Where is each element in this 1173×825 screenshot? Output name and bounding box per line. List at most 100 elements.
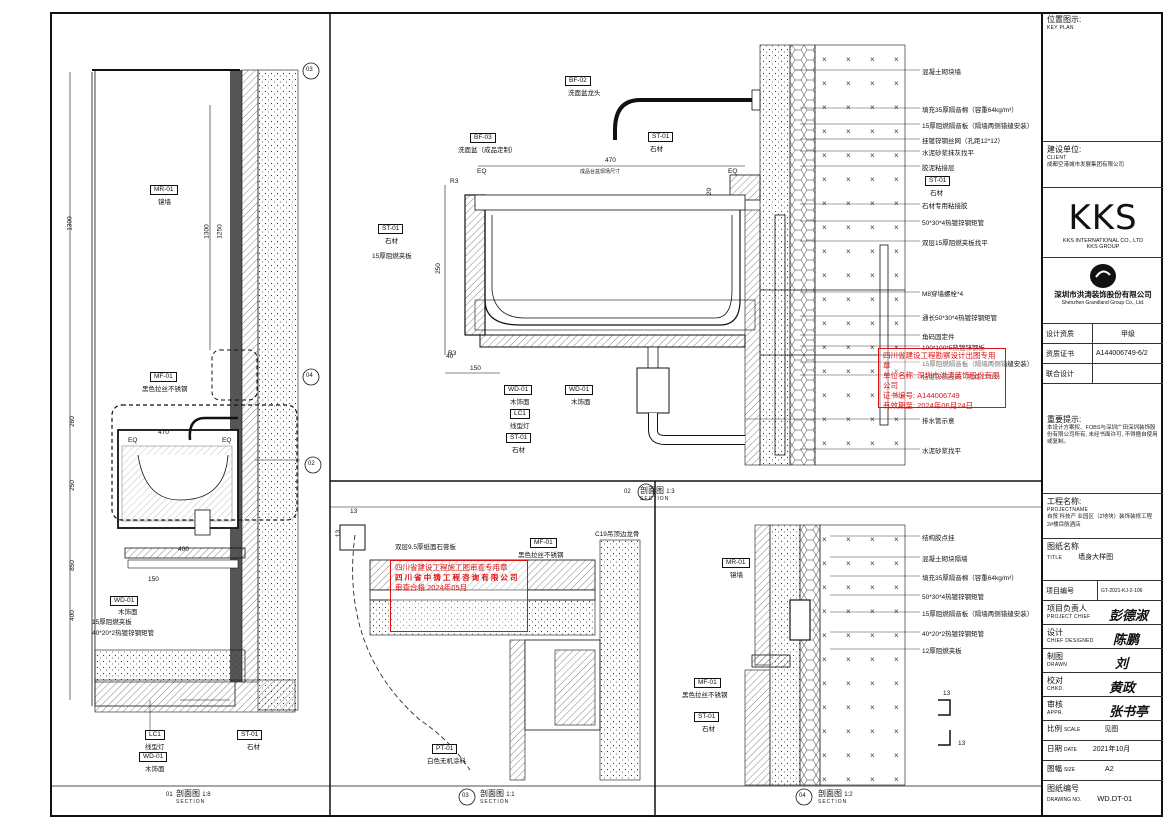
s02-tag-wd01-a-text: 木饰面 (510, 399, 530, 406)
size-row: 图幅 SIZE A2 (1043, 761, 1163, 781)
s01-tag-wd01-b: WD-01 (139, 752, 168, 762)
section-03-title: 剖面图 1:1 SECTION (480, 789, 515, 805)
s02-note-2: 填充35厚隔音棉（容重64kg/m³） (922, 107, 1018, 114)
section-01-drawing (69, 62, 322, 740)
s03-tag-mf01: MF-01 (530, 538, 557, 548)
checked-signature: 黄政 (1109, 681, 1136, 696)
s02-note-9: 双层15厚阻燃夹板找平 (922, 240, 988, 247)
title-block: 位置图示:KEY PLAN 建设单位:CLIENT 成都空港城市发展集团有限公司… (1041, 12, 1163, 817)
s02-note-1: 混凝土砌块墙 (922, 69, 961, 76)
notice-cell: 重要提示: 本设计方案权、FOBS与深圳广田深圳装饰股份有限公司所有, 未经书面… (1043, 384, 1163, 494)
s02-basin-note: 成品台盆现场尺寸 (580, 169, 621, 175)
s03-dim-13-b: 13 (335, 529, 343, 538)
date-value: 2021年10月 (1092, 746, 1131, 753)
s02-note-11: 通长50*30*4热镀锌钢矩管 (922, 315, 998, 322)
s01-dim-1300-a: 1300 (66, 216, 74, 231)
s01-eq-left: EQ (128, 437, 138, 444)
s01-eq-right: EQ (222, 437, 232, 444)
s01-tag-st01: ST-01 (237, 730, 263, 740)
s02-note-4: 挂镀锌钢丝网（孔距12*12） (922, 138, 1004, 145)
s02-dim-250: 250 (434, 263, 442, 274)
s02-tag-st01-c-text: 石材 (930, 190, 943, 197)
leader-lines (745, 69, 920, 650)
client-cell: 建设单位:CLIENT 成都空港城市发展集团有限公司 (1043, 142, 1163, 188)
s01-tag-lc1: LC1 (145, 730, 165, 740)
s04-dim-13-a: 13 (943, 690, 951, 697)
company-cell: 深圳市洪涛装饰股份有限公司 Shenzhen Grandland Group C… (1043, 258, 1163, 324)
s02-tag-st01-b: ST-01 (378, 224, 404, 234)
s02-note-15: 挂镀锌钢丝网（孔距12*12） (922, 374, 1004, 381)
s02-note-14: 15厚阻燃隔音板（隔墙两侧错缝安装） (922, 361, 1034, 368)
s02-r3-bottom: R3 (448, 350, 457, 357)
project-name: 自贸 科技产 业园区（2地块）装饰装修工程 2#楼目航酒店 (1047, 514, 1153, 528)
s01-tag-wd01-a: WD-01 (110, 596, 139, 606)
s02-tag-bf02-text: 洗面盆龙头 (568, 90, 601, 97)
s02-dim-150: 150 (470, 365, 481, 372)
section-04-num: 04 (799, 793, 806, 799)
scale-value: 见图 (1104, 726, 1119, 733)
project-cell: 工程名称:PROJECTNAME 自贸 科技产 业园区（2地块）装饰装修工程 2… (1043, 494, 1163, 539)
drawing-sheet (50, 12, 1163, 817)
s03-tag-pt01: PT-01 (432, 744, 458, 754)
s02-note-7: 石材专用粘接胶 (922, 203, 968, 210)
s04-dim-13-b: 13 (958, 740, 966, 747)
s01-tag-mr01: MR-01 (150, 185, 178, 195)
scale-row: 比例 SCALE 见图 (1043, 721, 1163, 741)
joint-row: 联合设计 (1043, 364, 1163, 384)
s02-note-3: 15厚阻燃隔音板（隔墙两侧错缝安装） (922, 123, 1034, 130)
s02-dim-20: 20 (706, 187, 714, 196)
s01-dim-1300-b: 1300 (203, 224, 211, 239)
s02-note-12: 角码固定件 (922, 334, 955, 341)
qual-row: 设计资质甲级 (1043, 324, 1163, 344)
s03-note-c19: C19吊顶边龙骨 (595, 531, 640, 538)
s04-tag-mr01: MR-01 (722, 558, 750, 568)
s01-circle-03: 03 (306, 67, 313, 73)
s03-tag-mf01-text: 黑色拉丝不锈钢 (518, 552, 564, 559)
s02-tag-st01-b-text: 石材 (385, 238, 398, 245)
section-04-title: 剖面图 1:2 SECTION (818, 789, 853, 805)
s02-tag-wd01-a: WD-01 (504, 385, 533, 395)
s04-note-7: 12厚阻燃夹板 (922, 648, 962, 655)
drawing-no-value: WD.DT-01 (1097, 794, 1133, 803)
s01-width-470: 470 (158, 429, 169, 436)
s02-dim-470: 470 (605, 157, 616, 164)
s04-tag-st01: ST-01 (694, 712, 720, 722)
s01-tag-mf01-text: 黑色拉丝不锈钢 (142, 386, 188, 393)
s04-tag-mf01-text: 黑色拉丝不锈钢 (682, 692, 728, 699)
s02-tag-st01-a-text: 石材 (650, 146, 663, 153)
section-02-num: 02 (624, 489, 631, 495)
s02-tag-bf02: BF-02 (565, 76, 591, 86)
s02-tag-st01-d-text: 石材 (512, 447, 525, 454)
s01-dim-1250: 1250 (216, 224, 224, 239)
company-logo-icon (1090, 264, 1116, 288)
s03-note-gypsum: 双层9.5厚纸面石膏板 (395, 544, 457, 551)
chief-signature: 彭德淑 (1109, 609, 1149, 624)
drawn-signature: 刘 (1115, 657, 1129, 672)
s02-left-note: 15厚阻燃夹板 (372, 253, 412, 260)
review-stamp: 四川省建设工程施工图审查专用章 四 川 省 中 铸 工 程 咨 询 有 限 公 … (390, 560, 528, 632)
s01-circle-02: 02 (308, 461, 315, 467)
design-signature: 陈鹏 (1113, 633, 1140, 648)
s02-tag-lc1: LC1 (510, 409, 530, 419)
s02-tag-bf03-text: 洗面盆（成品定制） (458, 147, 517, 154)
s01-circle-04: 04 (306, 373, 313, 379)
s04-tag-mr01-text: 镜墙 (730, 572, 743, 579)
section-01-num: 01 (166, 792, 173, 798)
date-row: 日期 DATE 2021年10月 (1043, 741, 1163, 761)
client-name: 成都空港城市发展集团有限公司 (1047, 162, 1125, 168)
section-01-title: 剖面图 1:8 SECTION (176, 789, 211, 805)
approved-signature: 张书亭 (1109, 705, 1149, 720)
s02-tag-st01-a: ST-01 (648, 132, 674, 142)
s04-note-2: 混凝土砌块隔墙 (922, 556, 968, 563)
s04-note-4: 50*30*4热镀锌钢矩管 (922, 594, 985, 601)
s01-note-steel: 40*20*2热镀锌钢矩管 (92, 630, 155, 637)
kks-logo: KKS (1068, 198, 1138, 238)
s01-dim-400: 400 (68, 610, 76, 621)
s02-note-17: 水泥砂浆找平 (922, 448, 961, 455)
s01-dim-260: 260 (68, 416, 76, 427)
s01-tag-mr01-text: 镜墙 (158, 199, 171, 206)
s01-tag-wd01-b-text: 木饰面 (145, 766, 165, 773)
